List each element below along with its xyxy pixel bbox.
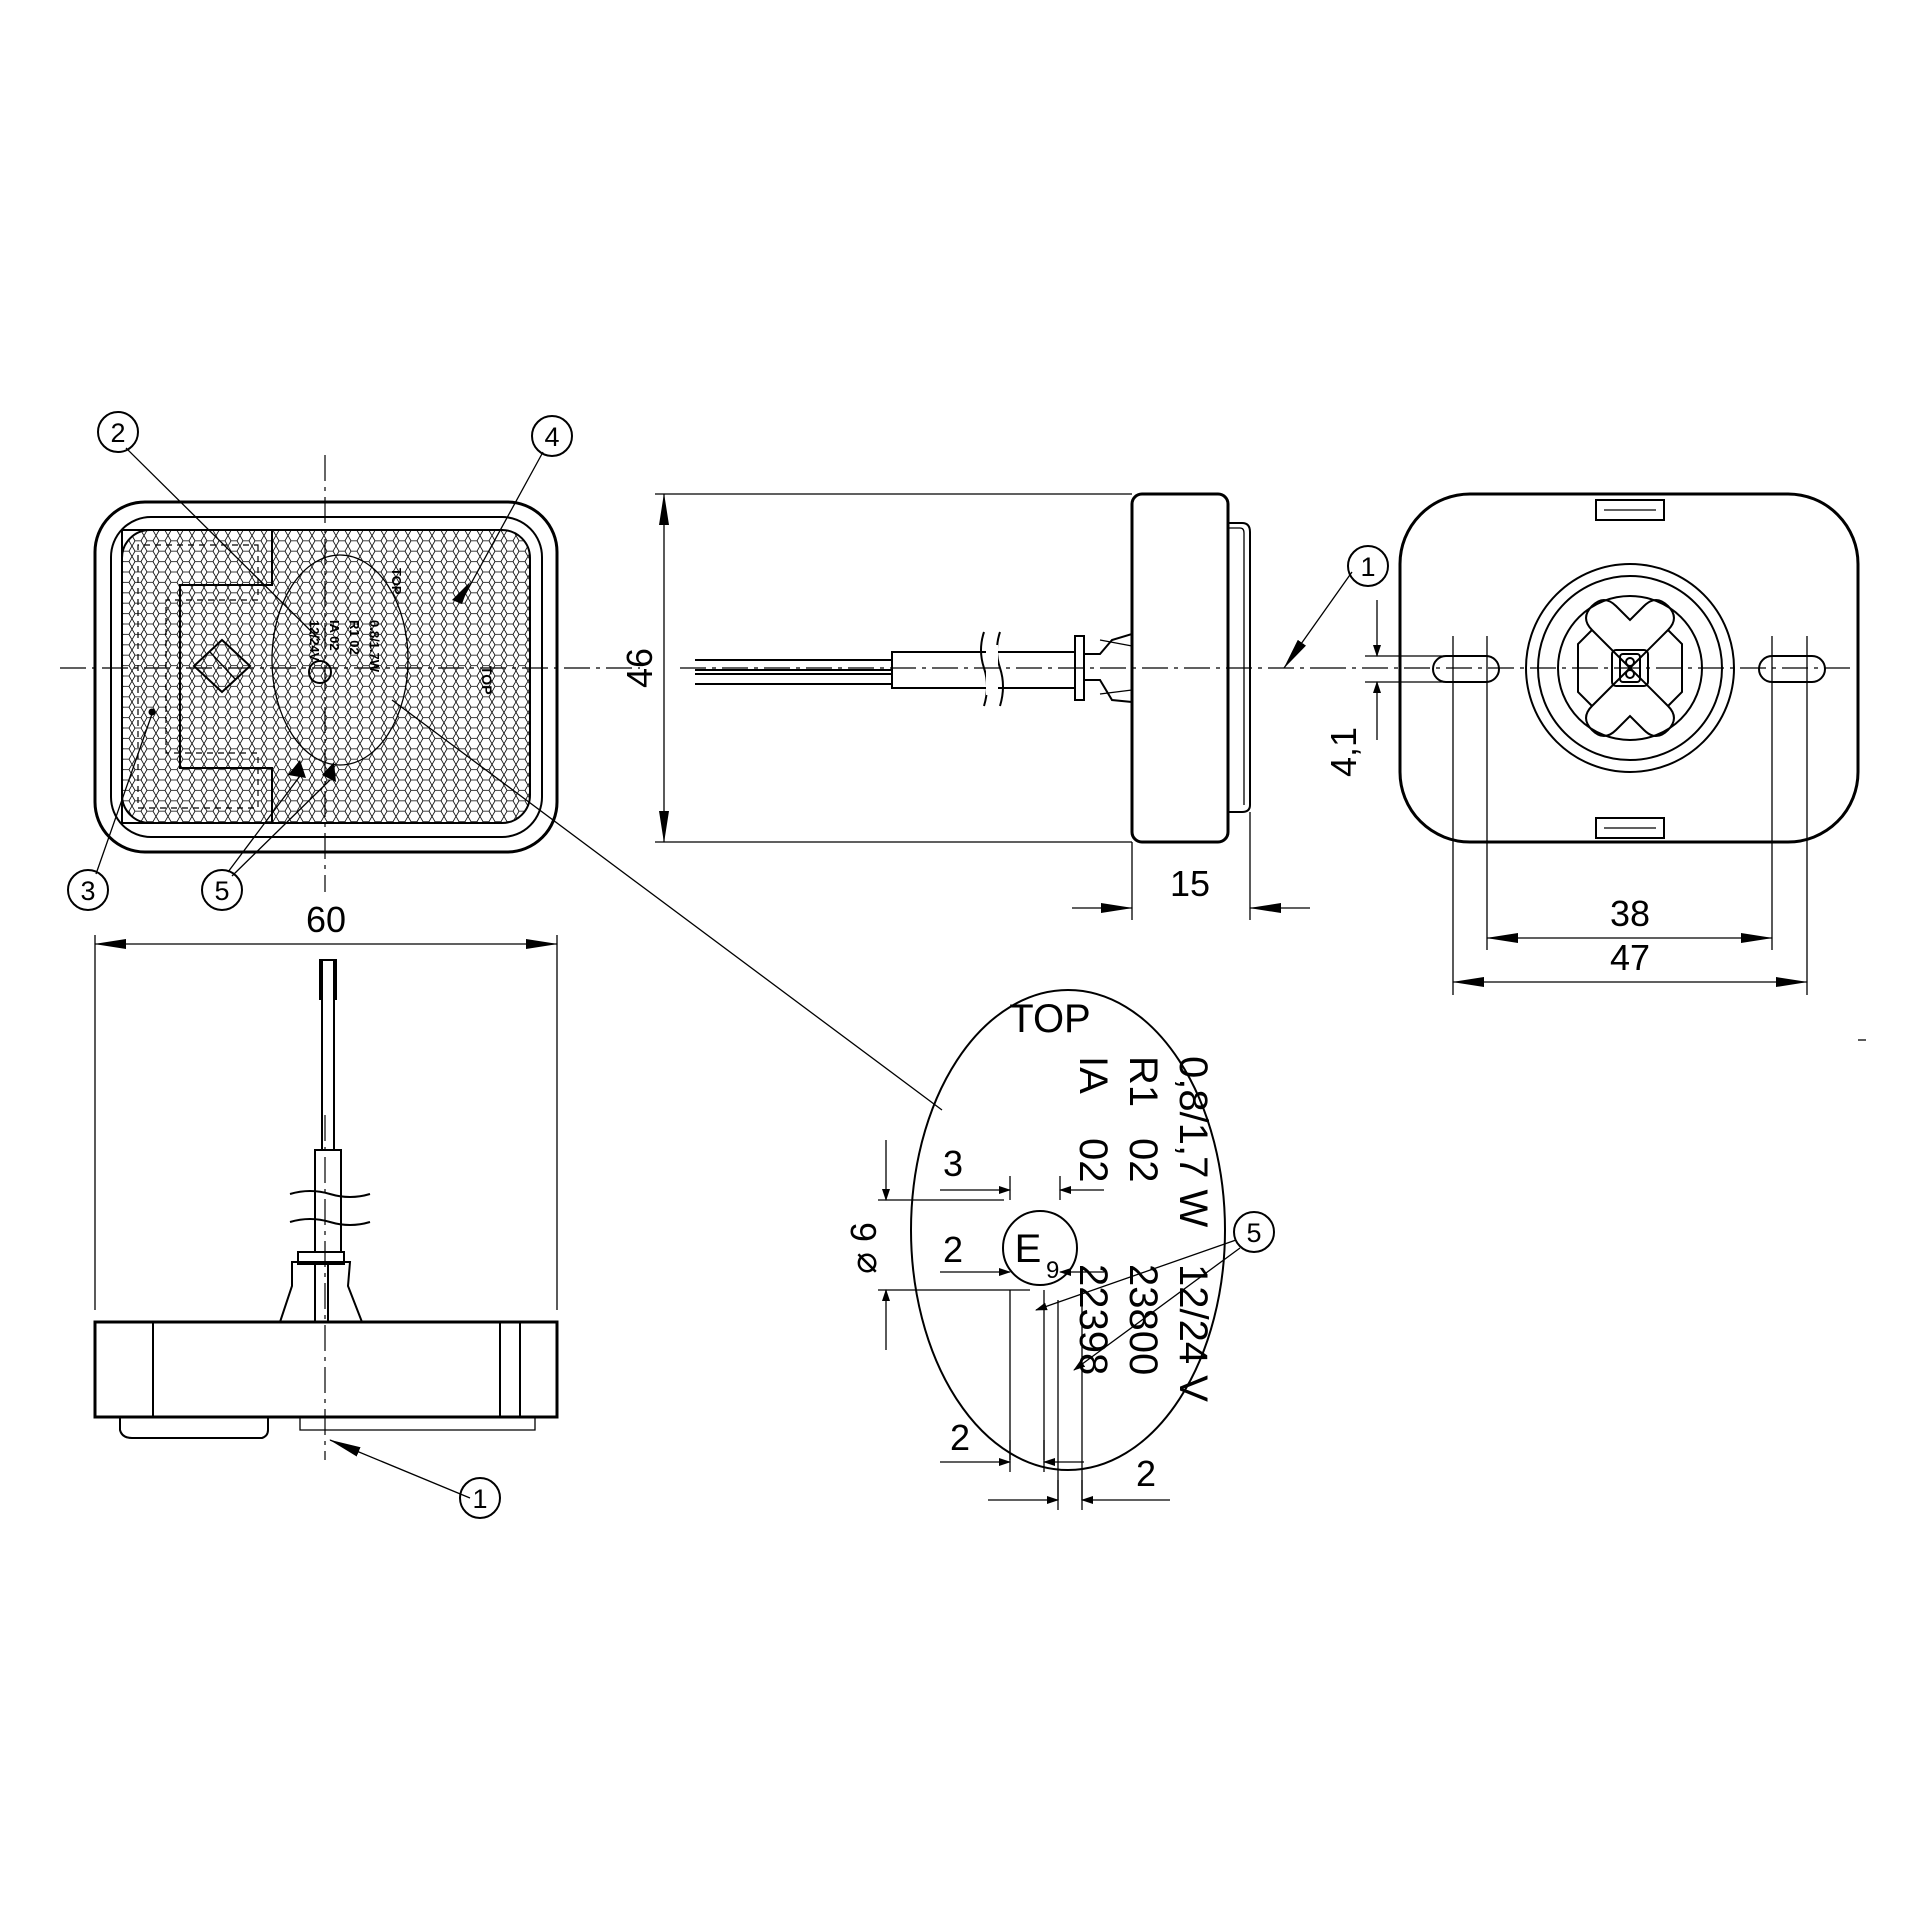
bottom-connector [278,1261,364,1323]
detail-ia-text: IA [1071,1056,1115,1094]
front-indicator-dot [148,708,156,716]
bottom-cable-sheath [314,1149,342,1253]
brand-logo [192,638,252,694]
svg-text:⌀ 6: ⌀ 6 [843,1222,884,1274]
front-top-label: TOP [479,666,495,695]
dim-pitch-38: 38 [1610,893,1650,934]
front-c-light-guide [121,529,273,824]
svg-text:IA 02: IA 02 [327,620,342,651]
back-clip-top [1595,499,1665,521]
callout-1-bottom-circle [459,1477,501,1519]
back-housing [1398,492,1860,844]
detail-top-text: TOP [1009,997,1091,1041]
svg-text:0.8/1.7W: 0.8/1.7W [367,620,382,673]
side-cable-sheath [891,651,1076,689]
back-view: 4,1 38 47 [1283,492,1866,1041]
dim-detail-2b: 2 [950,1417,970,1458]
dim-detail-2a: 2 [943,1229,963,1270]
bottom-view [93,959,559,1499]
callout-3-label: 3 [80,876,95,906]
callout-5-detail-label: 5 [1246,1218,1261,1248]
callouts: 2 4 3 5 1 1 5 [67,411,1389,1519]
callout-4-label: 4 [544,422,559,452]
callout-1-back-label: 1 [1360,552,1375,582]
detail-emark-circle [1002,1210,1078,1286]
front-view: TOP 0.8/1.7W R1 02 IA 02 12/24V TOP 60 [60,455,640,1310]
side-view: 46 15 [619,492,1320,920]
dim-detail-2c: 2 [1136,1453,1156,1494]
detail-ia-num: 02 [1071,1138,1115,1183]
callout-5-detail-circle [1233,1211,1275,1253]
detail-emark-e: E [1015,1227,1042,1271]
dim-slot-4-1: 4,1 [1323,727,1364,777]
back-slot-left [1432,655,1500,683]
detail-oval [910,989,1226,1471]
detail-leader-line [391,699,943,1111]
detail-power-text: 0,8/1,7 W [1171,1056,1215,1227]
detail-emark-num: 9 [1046,1257,1059,1284]
detail-r1-num: 02 [1121,1138,1165,1183]
svg-text:12/24V: 12/24V [307,620,322,662]
marking-detail: TOP 0,8/1,7 W R1 02 IA 02 12/24 V 23800 … [391,699,1241,1510]
front-inner-rim [110,516,543,838]
dim-depth-15: 15 [1170,863,1210,904]
dim-overall-47: 47 [1610,937,1650,978]
callout-3-circle [67,869,109,911]
callout-2-circle [97,411,139,453]
dim-detail-dia-6: 6 [843,1222,884,1242]
dim-height-46: 46 [619,648,660,688]
bottom-housing [93,1320,559,1419]
front-marking-oval [271,554,409,766]
front-outer-housing [93,500,559,854]
back-slot-right [1758,655,1826,683]
detail-r1-text: R1 [1121,1056,1165,1107]
callout-5-front-circle [201,869,243,911]
dim-width-60: 60 [306,899,346,940]
front-arrow-marker [452,582,470,604]
back-clip-bottom [1595,817,1665,839]
svg-text:R1 02: R1 02 [347,620,362,655]
callout-4-circle [531,415,573,457]
callout-1-back-circle [1347,545,1389,587]
detail-approval-2: 22398 [1071,1264,1115,1375]
callout-5-front-label: 5 [214,876,229,906]
dim-detail-3: 3 [943,1143,963,1184]
callout-1-bottom-label: 1 [472,1484,487,1514]
detail-voltage-text: 12/24 V [1171,1264,1215,1402]
front-marking-top: TOP [389,568,404,595]
callout-2-label: 2 [110,418,125,448]
